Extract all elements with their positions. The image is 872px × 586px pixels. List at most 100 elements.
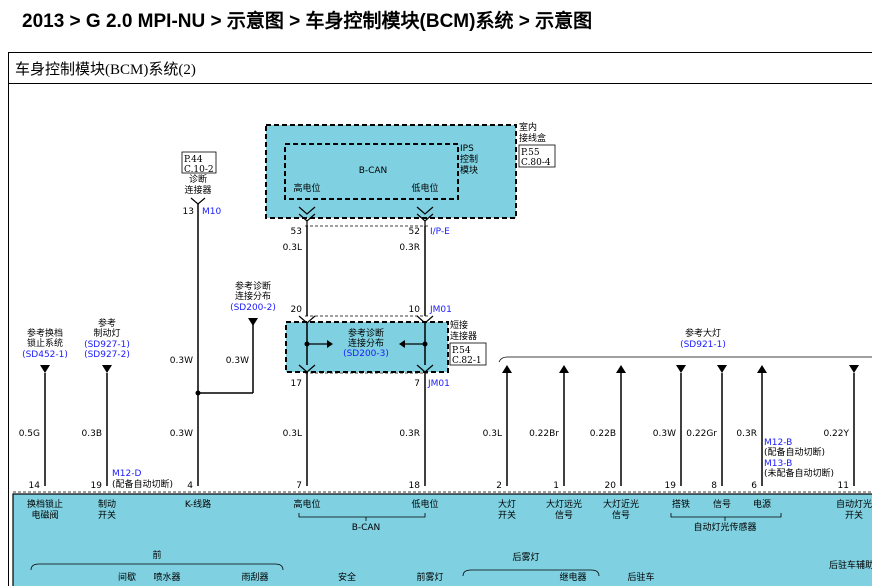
- ref-shift-label-2: 锁止系统: [27, 337, 63, 349]
- page-title: 车身控制模块(BCM)系统(2): [15, 62, 196, 78]
- m12d-note: (配备自动切断): [112, 478, 173, 490]
- diagram-title-bar: 车身控制模块(BCM)系统(2): [8, 52, 872, 84]
- jb-ref-1: P.55: [521, 148, 540, 158]
- diag-conn-m10: M10: [202, 207, 221, 217]
- bcm-label-brake-1: 制动: [98, 498, 116, 510]
- bcm-auto-light-sensor: 自动灯光传感器: [693, 521, 756, 533]
- wiring-diagram-canvas: B-CAN 高电位 低电位 IPS 控制 模块 室内 接线盒 P.55 C.80…: [12, 121, 872, 586]
- bcm-bus-label: B-CAN: [352, 523, 381, 533]
- ref-shift-code[interactable]: (SD452-1): [22, 350, 68, 360]
- bcm-label-auto-light-1: 自动灯光: [836, 498, 872, 510]
- ips-label-3: 模块: [460, 164, 478, 176]
- diag-label-2: 连接器: [184, 184, 211, 196]
- bcm-pin-8: 20: [605, 481, 617, 491]
- bcm-label-kline: K-线路: [185, 498, 211, 510]
- short-ref-code[interactable]: (SD200-3): [343, 349, 389, 359]
- pin-52: 52: [409, 227, 420, 237]
- bcm-label-auto-light-2: 开关: [845, 509, 863, 521]
- wiring-diagram: B-CAN 高电位 低电位 IPS 控制 模块 室内 接线盒 P.55 C.80…: [8, 84, 872, 586]
- diag-chevron: [190, 197, 206, 205]
- ref-diag-label-2: 连接分布: [235, 290, 271, 302]
- wire-color-9: 0.3W: [653, 429, 676, 439]
- bcm-label-brake-2: 开关: [98, 509, 116, 521]
- bcm-pin-7: 1: [553, 481, 559, 491]
- ref-shift-label-1: 参考换档: [27, 327, 63, 339]
- bcm-label-signal: 信号: [713, 498, 731, 510]
- jb-ref-2: C.80-4: [521, 158, 551, 168]
- bcm-pin-10: 8: [711, 481, 717, 491]
- wire-color-7: 0.22Br: [529, 429, 559, 439]
- group-relay: 继电器: [559, 571, 586, 583]
- group-front-fog: 前雾灯: [416, 571, 443, 583]
- m13b-note: (未配备自动切断): [764, 467, 834, 479]
- diag-ref-box: [181, 151, 217, 174]
- short-chevron-bottom: [298, 364, 434, 373]
- group-rear-park: 后驻车: [627, 571, 654, 583]
- m12d-code: M12-D: [112, 469, 141, 479]
- bcm-label-shift-1: 换档锁止: [27, 498, 63, 510]
- bcm-pin-3: 4: [187, 481, 193, 491]
- pin-53: 53: [291, 227, 302, 237]
- wire-color-03r-upper: 0.3R: [399, 243, 420, 253]
- group-washer: 喷水器: [153, 571, 180, 583]
- ips-module: [284, 143, 459, 200]
- ips-label-1: IPS: [460, 144, 474, 154]
- short-ref-box: [449, 342, 487, 366]
- m13b-code: M13-B: [764, 459, 792, 469]
- group-safety: 安全: [338, 571, 356, 583]
- diag-ref-1: P.44: [184, 155, 203, 165]
- conn-jm01-top: JM01: [429, 305, 452, 315]
- wire-color-10: 0.22Gr: [686, 429, 717, 439]
- group-rear-fog-bracket: [462, 569, 600, 577]
- group-intermittent: 间歇: [118, 571, 136, 583]
- bcm-pin-9: 19: [665, 481, 677, 491]
- bcm-label-high-beam-2: 信号: [555, 509, 573, 521]
- diag-ref-2: C.10-2: [184, 165, 214, 175]
- short-ref-label-1: 参考诊断: [348, 327, 384, 339]
- ref-shift-arrow: [40, 365, 50, 373]
- pin-20: 20: [291, 305, 303, 315]
- short-ref-label-2: 连接分布: [348, 337, 384, 349]
- bcm-pin-11: 6: [751, 481, 757, 491]
- bcm-label-ground: 搭铁: [672, 498, 690, 510]
- wire-color-2: 0.3B: [82, 429, 103, 439]
- wire-color-11: 0.3R: [736, 429, 757, 439]
- bcm-label-shift-2: 电磁阀: [31, 509, 58, 521]
- ref-arrow-left: [399, 340, 405, 348]
- conn-ip-e: I/P-E: [430, 227, 450, 237]
- pin-10: 10: [409, 305, 421, 315]
- pin-17: 17: [291, 379, 302, 389]
- breadcrumb: 2013 > G 2.0 MPI-NU > 示意图 > 车身控制模块(BCM)系…: [22, 11, 593, 32]
- short-ref-2: C.82-1: [452, 356, 482, 366]
- wire-color-6: 0.3L: [483, 429, 502, 439]
- bcm-bus-bracket: [298, 513, 426, 521]
- short-connector: [285, 321, 449, 373]
- diag-label-1: 诊断: [189, 173, 207, 185]
- ref-brake-code-1[interactable]: (SD927-1): [84, 340, 130, 350]
- ref-brake-label-1: 参考: [98, 317, 116, 329]
- m12b-code: M12-B: [764, 438, 792, 448]
- bcm-pin-1: 14: [29, 481, 41, 491]
- conn-jm01-bottom: JM01: [427, 379, 450, 389]
- ref-brake-code-2[interactable]: (SD927-2): [84, 350, 130, 360]
- jb-label-1: 室内: [519, 121, 537, 133]
- headlight-ref-bracket: [498, 356, 872, 363]
- bcm-pin-12: 11: [838, 481, 849, 491]
- jb-pin-low: 低电位: [411, 182, 438, 194]
- wire-color-4: 0.3L: [283, 429, 302, 439]
- pin-7: 7: [414, 379, 420, 389]
- wire-03w-mid-1: 0.3W: [170, 356, 193, 366]
- ref-headlight-code[interactable]: (SD921-1): [680, 340, 726, 350]
- wire-color-5: 0.3R: [399, 429, 420, 439]
- jb-ref-box: [518, 144, 556, 168]
- ref-arrow-right: [327, 340, 333, 348]
- wire-color-12: 0.22Y: [823, 429, 849, 439]
- ref-diag-code[interactable]: (SD200-2): [230, 303, 276, 313]
- short-conn-label-2: 连接器: [450, 330, 477, 342]
- m12b-note: (配备自动切断): [764, 446, 825, 458]
- wire-color-8: 0.22B: [590, 429, 616, 439]
- ref-diag-label-1: 参考诊断: [235, 280, 271, 292]
- bcm-label-hl-switch-2: 开关: [498, 509, 516, 521]
- bcm-pin-2: 19: [91, 481, 103, 491]
- jb-pin-high: 高电位: [293, 182, 320, 194]
